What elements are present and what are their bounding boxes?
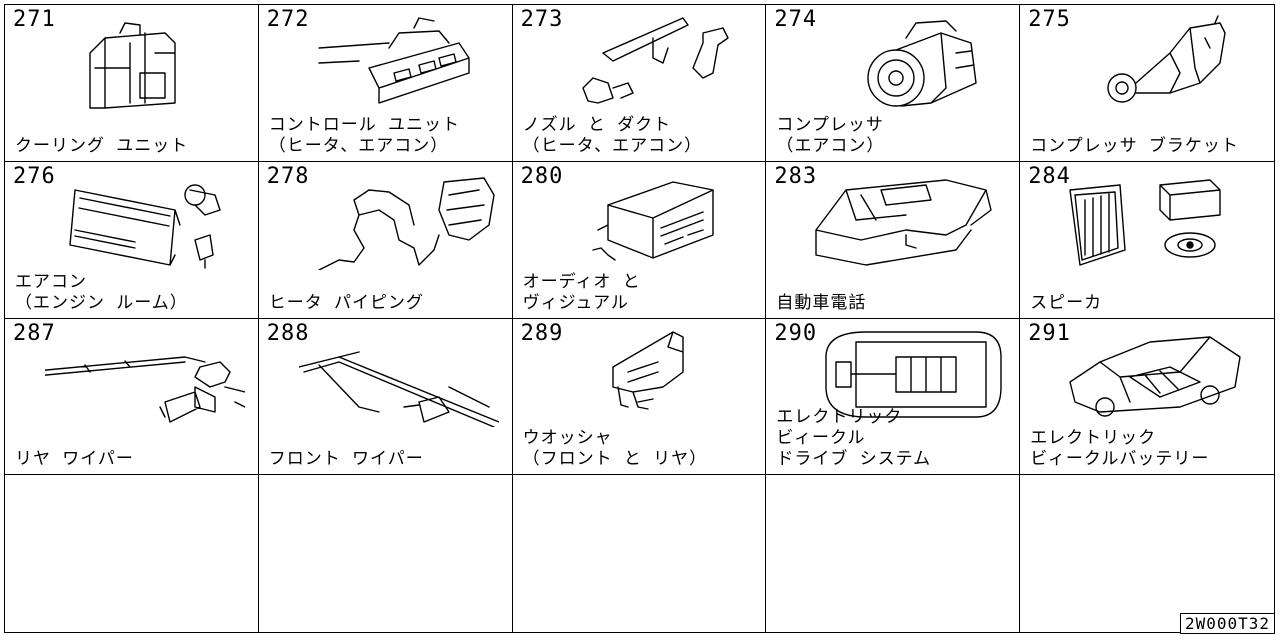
part-number: 272 <box>266 7 310 32</box>
part-label: オーディオ と ヴィジュアル <box>522 271 641 313</box>
part-label: リヤ ワイパー <box>15 449 134 470</box>
part-label: ノズル と ダクト （ヒータ、エアコン） <box>522 114 703 156</box>
part-number: 291 <box>1028 320 1071 346</box>
part-cell-276[interactable]: 276 エアコン （エンジン ルーム） <box>5 161 259 319</box>
empty-cell <box>259 475 513 632</box>
heater-piping-icon <box>299 170 499 271</box>
part-number: 278 <box>266 163 310 189</box>
part-label: コンプレッサ ブラケット <box>1030 135 1239 156</box>
part-number: 280 <box>520 163 564 189</box>
part-cell-271[interactable]: 271 クーリング ユニット <box>5 5 259 162</box>
part-number: 290 <box>774 320 818 346</box>
control-unit-icon <box>299 13 499 113</box>
part-cell-274[interactable]: 274 コンプレッサ （エアコン） <box>766 5 1021 162</box>
nozzle-duct-icon <box>553 13 753 113</box>
part-cell-278[interactable]: 278 ヒータ パイピング <box>258 161 513 319</box>
part-label: ウオッシャ （フロント と リヤ） <box>522 428 708 470</box>
part-label: クーリング ユニット <box>15 135 189 156</box>
ev-drive-system-icon <box>806 327 1006 427</box>
part-number: 283 <box>774 163 818 189</box>
compressor-icon <box>806 13 1006 113</box>
part-cell-275[interactable]: 275 コンプレッサ ブラケット <box>1020 5 1274 162</box>
front-wiper-icon <box>298 327 500 428</box>
part-cell-288[interactable]: 288 フロント ワイパー <box>258 318 513 476</box>
part-number: 274 <box>774 7 818 32</box>
part-label: エレクトリック ビィークル ドライブ システム <box>776 407 932 470</box>
parts-index-grid: 271 クーリング ユニット 272 コントロール ユニット （ヒータ、エアコン… <box>4 4 1275 633</box>
part-cell-273[interactable]: 273 ノズル と ダクト （ヒータ、エアコン） <box>512 5 767 162</box>
part-cell-290[interactable]: 290 エレクトリック ビィークル ドライブ システム <box>766 318 1021 476</box>
speaker-icon <box>1060 170 1260 270</box>
part-label: 自動車電話 <box>776 292 867 313</box>
part-number: 287 <box>13 320 56 346</box>
part-label: コンプレッサ （エアコン） <box>776 114 885 156</box>
empty-cell <box>5 475 259 632</box>
part-number: 273 <box>520 7 564 32</box>
part-number: 289 <box>520 320 564 346</box>
condenser-icon <box>45 170 245 270</box>
part-number: 271 <box>13 7 56 32</box>
part-cell-272[interactable]: 272 コントロール ユニット （ヒータ、エアコン） <box>258 5 513 162</box>
part-label: スピーカ <box>1030 292 1103 313</box>
diagram-code: 2W000T32 <box>1179 613 1275 634</box>
part-cell-284[interactable]: 284 スピーカ <box>1020 162 1274 319</box>
ev-battery-icon <box>1060 327 1260 427</box>
part-label: エアコン （エンジン ルーム） <box>15 271 188 313</box>
part-label: ヒータ パイピング <box>268 292 425 313</box>
part-label: エレクトリック ビィークルバッテリー <box>1030 428 1210 470</box>
part-number: 288 <box>266 320 310 346</box>
empty-cell <box>1020 475 1274 632</box>
part-number: 275 <box>1028 7 1071 32</box>
part-cell-283[interactable]: 283 自動車電話 <box>766 161 1021 319</box>
cooling-unit-icon <box>45 13 245 113</box>
washer-tank-icon <box>553 327 753 427</box>
compressor-bracket-icon <box>1060 13 1260 113</box>
empty-cell <box>513 475 767 632</box>
part-number: 284 <box>1028 163 1071 189</box>
part-cell-280[interactable]: 280 オーディオ と ヴィジュアル <box>512 161 767 319</box>
part-label: フロント ワイパー <box>268 449 424 470</box>
audio-unit-icon <box>553 170 753 270</box>
part-cell-289[interactable]: 289 ウオッシャ （フロント と リヤ） <box>512 318 767 476</box>
car-phone-icon <box>806 170 1006 270</box>
part-label: コントロール ユニット （ヒータ、エアコン） <box>268 114 461 156</box>
empty-cell <box>766 475 1021 632</box>
part-cell-287[interactable]: 287 リヤ ワイパー <box>5 318 259 476</box>
part-number: 276 <box>13 163 56 189</box>
part-cell-291[interactable]: 291 エレクトリック ビィークルバッテリー <box>1020 319 1274 476</box>
rear-wiper-icon <box>24 327 246 427</box>
